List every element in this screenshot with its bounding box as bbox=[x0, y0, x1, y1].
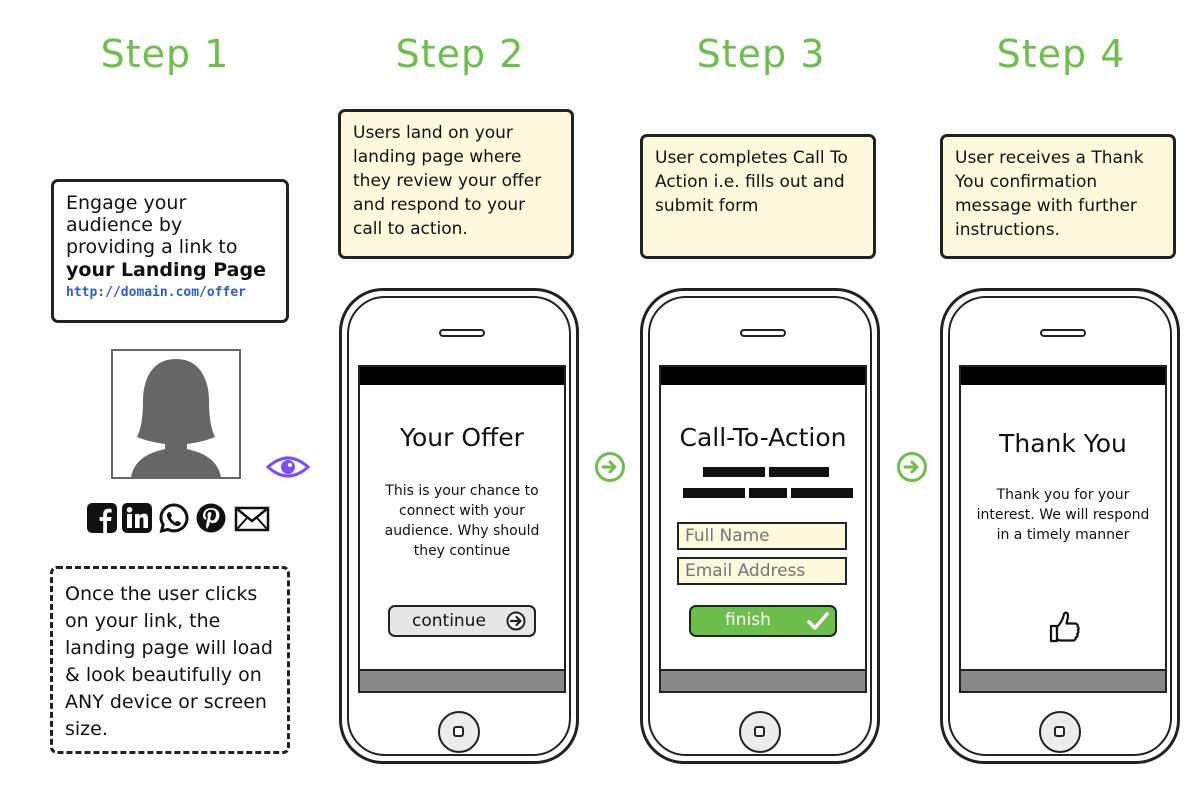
eye-icon bbox=[265, 456, 311, 478]
home-button[interactable] bbox=[1039, 711, 1081, 753]
step-1-callout-line-2: audience by bbox=[66, 214, 183, 236]
bottom-bar bbox=[961, 669, 1165, 691]
thank-you-title: Thank You bbox=[999, 429, 1127, 458]
bottom-bar bbox=[661, 669, 865, 691]
phone-screen: Call-To-Action finish bbox=[659, 365, 867, 693]
status-bar bbox=[661, 367, 865, 385]
phone-speaker bbox=[1040, 329, 1086, 337]
offer-text: This is your chance to connect with your… bbox=[384, 483, 540, 559]
phone-speaker bbox=[439, 329, 485, 337]
whatsapp-icon[interactable] bbox=[158, 502, 190, 534]
status-bar bbox=[360, 367, 564, 385]
step-1-title: Step 1 bbox=[100, 32, 230, 76]
thumbs-up-icon bbox=[1049, 611, 1080, 643]
full-name-field[interactable] bbox=[677, 522, 847, 550]
phone-bezel bbox=[948, 296, 1172, 756]
continue-button-label: continue bbox=[412, 611, 486, 631]
continue-button[interactable]: continue bbox=[388, 605, 536, 637]
avatar bbox=[111, 349, 241, 479]
landing-page-link[interactable]: http://domain.com/offer bbox=[66, 285, 247, 300]
arrow-right-icon bbox=[506, 611, 526, 631]
arrow-right-icon bbox=[903, 460, 919, 474]
home-button[interactable] bbox=[739, 711, 781, 753]
arrow-right-icon bbox=[601, 460, 617, 474]
email-field[interactable] bbox=[677, 557, 847, 585]
step-1-callout: Engage your audience by providing a link… bbox=[51, 179, 289, 323]
next-arrow-2 bbox=[897, 452, 927, 482]
phone-bezel bbox=[347, 296, 571, 756]
phone-screen: Thank You Thank you for your interest. W… bbox=[959, 365, 1167, 693]
step-3-callout: User completes Call To Action i.e. fills… bbox=[640, 134, 876, 259]
placeholder-text-line-2 bbox=[683, 488, 855, 498]
phone-step-2: Your Offer This is your chance to connec… bbox=[339, 288, 579, 764]
user-silhouette-icon bbox=[131, 359, 221, 477]
mail-icon[interactable] bbox=[234, 506, 270, 532]
step-1-callout-bold: your Landing Page bbox=[66, 259, 266, 281]
finish-button[interactable]: finish bbox=[689, 605, 837, 637]
phone-speaker bbox=[740, 329, 786, 337]
bottom-bar bbox=[360, 669, 564, 691]
offer-title: Your Offer bbox=[400, 423, 524, 452]
step-3-title: Step 3 bbox=[696, 32, 826, 76]
step-2-callout: Users land on your landing page where th… bbox=[338, 109, 574, 259]
step-1-callout-line-3: providing a link to bbox=[66, 236, 238, 258]
phone-step-3: Call-To-Action finish bbox=[640, 288, 880, 764]
step-1-note: Once the user clicks on your link, the l… bbox=[50, 566, 290, 754]
share-icons bbox=[86, 500, 272, 534]
step-1-callout-line-1: Engage your bbox=[66, 192, 187, 214]
phone-bezel bbox=[648, 296, 872, 756]
step-4-callout: User receives a Thank You confirmation m… bbox=[940, 134, 1176, 259]
placeholder-text-line-1 bbox=[703, 467, 830, 477]
facebook-icon[interactable] bbox=[86, 502, 118, 534]
linkedin-icon[interactable] bbox=[121, 502, 153, 534]
finish-button-label: finish bbox=[725, 610, 771, 630]
phone-step-4: Thank You Thank you for your interest. W… bbox=[940, 288, 1180, 764]
next-arrow-1 bbox=[595, 452, 625, 482]
phone-screen: Your Offer This is your chance to connec… bbox=[358, 365, 566, 693]
step-4-title: Step 4 bbox=[996, 32, 1126, 76]
home-button[interactable] bbox=[438, 711, 480, 753]
cta-title: Call-To-Action bbox=[679, 423, 847, 452]
thank-you-text: Thank you for your interest. We will res… bbox=[976, 487, 1150, 543]
step-2-title: Step 2 bbox=[395, 32, 525, 76]
pinterest-icon[interactable] bbox=[195, 502, 227, 534]
checkmark-icon bbox=[807, 612, 829, 630]
status-bar bbox=[961, 367, 1165, 385]
